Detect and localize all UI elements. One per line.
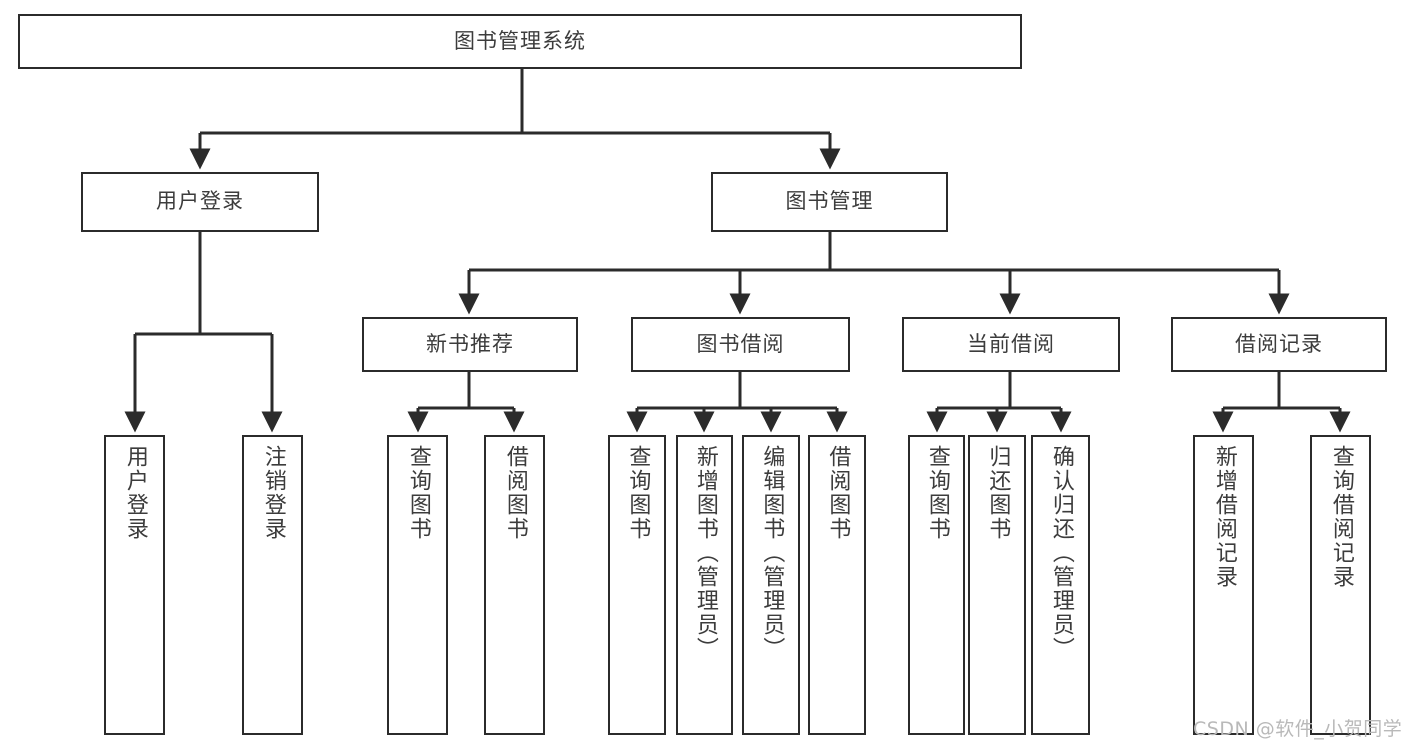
- leaf-query-book-new-label: 查询图书: [405, 445, 431, 541]
- node-new-book-recommendation-label: 新书推荐: [426, 331, 514, 356]
- leaf-add-borrow-record[interactable]: 新增借阅记录: [1193, 435, 1254, 735]
- leaf-logout[interactable]: 注销登录: [242, 435, 303, 735]
- leaf-query-borrow-record[interactable]: 查询借阅记录: [1310, 435, 1371, 735]
- node-new-book-recommendation[interactable]: 新书推荐: [362, 317, 578, 372]
- node-current-borrow[interactable]: 当前借阅: [902, 317, 1120, 372]
- node-book-management-label: 图书管理: [785, 189, 874, 214]
- leaf-user-login[interactable]: 用户登录: [104, 435, 165, 735]
- node-book-borrow-label: 图书借阅: [696, 331, 785, 356]
- leaf-query-book-current-label: 查询图书: [924, 445, 950, 541]
- leaf-borrow-book-label: 借阅图书: [825, 445, 851, 541]
- node-current-borrow-label: 当前借阅: [967, 331, 1055, 356]
- leaf-edit-book-admin[interactable]: 编辑图书（管理员）: [742, 435, 800, 735]
- leaf-return-book[interactable]: 归还图书: [968, 435, 1026, 735]
- leaf-query-book-borrow[interactable]: 查询图书: [608, 435, 666, 735]
- leaf-add-book-admin-label: 新增图书（管理员）: [692, 445, 718, 661]
- leaf-query-borrow-record-label: 查询借阅记录: [1328, 445, 1354, 589]
- leaf-query-book-borrow-label: 查询图书: [625, 445, 651, 541]
- leaf-user-login-label: 用户登录: [122, 445, 148, 541]
- node-user-login-label: 用户登录: [156, 189, 244, 214]
- leaf-query-book-current[interactable]: 查询图书: [908, 435, 965, 735]
- node-root[interactable]: 图书管理系统: [18, 14, 1022, 69]
- leaf-borrow-book[interactable]: 借阅图书: [808, 435, 866, 735]
- csdn-watermark: CSDN @软件_小贺同学: [1193, 718, 1403, 740]
- leaf-return-book-label: 归还图书: [985, 445, 1011, 541]
- leaf-confirm-return-admin-label: 确认归还（管理员）: [1048, 445, 1074, 661]
- leaf-query-book-new[interactable]: 查询图书: [387, 435, 448, 735]
- node-user-login[interactable]: 用户登录: [81, 172, 319, 232]
- leaf-borrow-book-new-label: 借阅图书: [502, 445, 528, 541]
- node-borrow-records[interactable]: 借阅记录: [1171, 317, 1387, 372]
- node-root-label: 图书管理系统: [454, 28, 586, 53]
- leaf-edit-book-admin-label: 编辑图书（管理员）: [759, 445, 785, 661]
- leaf-confirm-return-admin[interactable]: 确认归还（管理员）: [1031, 435, 1090, 735]
- node-book-management[interactable]: 图书管理: [711, 172, 948, 232]
- leaf-add-book-admin[interactable]: 新增图书（管理员）: [676, 435, 733, 735]
- node-book-borrow[interactable]: 图书借阅: [631, 317, 850, 372]
- leaf-logout-label: 注销登录: [260, 445, 286, 541]
- leaf-add-borrow-record-label: 新增借阅记录: [1211, 445, 1237, 589]
- leaf-borrow-book-new[interactable]: 借阅图书: [484, 435, 545, 735]
- node-borrow-records-label: 借阅记录: [1235, 331, 1323, 356]
